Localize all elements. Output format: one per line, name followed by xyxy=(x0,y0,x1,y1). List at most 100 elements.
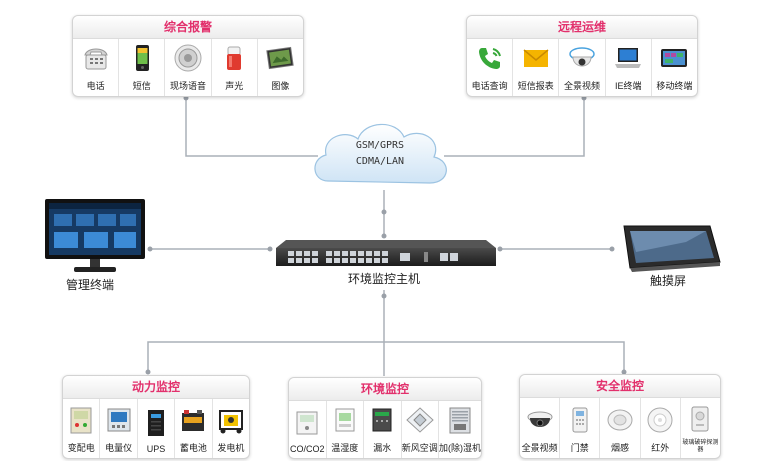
dot-host-left xyxy=(267,246,273,252)
air-conditioner-icon xyxy=(406,407,434,433)
terminal-label: 管理终端 xyxy=(66,278,115,292)
remote-item-ie-terminal[interactable]: IE终端 xyxy=(606,39,652,96)
alarm-item-label: 声光 xyxy=(225,81,244,91)
access-control-icon xyxy=(572,407,588,433)
power-item-label: UPS xyxy=(146,444,166,454)
environment-item-water-leak[interactable]: 漏水 xyxy=(364,401,402,458)
environment-panel: 环境监控 CO/CO2 温湿度 漏水 xyxy=(288,377,482,459)
environment-item-dehumidifier[interactable]: 加(除)湿机 xyxy=(439,401,481,458)
phone-call-icon xyxy=(478,48,501,69)
environment-item-temp-humidity[interactable]: 温湿度 xyxy=(327,401,364,458)
generator-icon xyxy=(218,410,243,434)
line-remote-to-cloud xyxy=(444,96,585,157)
alarm-item-label: 图像 xyxy=(271,81,290,91)
line-bus xyxy=(147,341,625,372)
power-item-ups[interactable]: UPS xyxy=(138,399,176,458)
ups-icon xyxy=(148,410,165,436)
power-item-generator[interactable]: 发电机 xyxy=(213,399,249,458)
dot-security xyxy=(621,369,627,375)
host-label: 环境监控主机 xyxy=(348,272,421,286)
power-item-label: 电量仪 xyxy=(105,443,133,453)
dot-touchscreen xyxy=(609,246,615,252)
alarm-panel-title: 综合报警 xyxy=(73,16,303,39)
alarm-item-image[interactable]: 图像 xyxy=(258,39,303,96)
alarm-item-phone[interactable]: 电话 xyxy=(73,39,120,96)
power-item-battery[interactable]: 蓄电池 xyxy=(175,399,213,458)
360-camera-icon xyxy=(569,47,595,67)
security-item-label: 红外 xyxy=(651,443,670,453)
environment-panel-title: 环境监控 xyxy=(289,378,481,401)
power-panel: 动力监控 变配电 电量仪 UPS xyxy=(62,375,250,459)
mobile-phone-icon xyxy=(135,45,149,71)
security-item-access-control[interactable]: 门禁 xyxy=(560,398,601,458)
gas-sensor-icon xyxy=(296,411,318,435)
touchscreen-label: 触摸屏 xyxy=(650,274,687,288)
remote-item-label: 移动终端 xyxy=(656,81,693,91)
security-item-label: 全景视频 xyxy=(521,443,558,453)
touchscreen-icon xyxy=(623,225,721,272)
power-item-label: 变配电 xyxy=(67,443,95,453)
cloud-label: GSM/GPRS CDMA/LAN xyxy=(306,138,454,170)
infrared-sensor-icon xyxy=(647,407,673,433)
remote-panel-title: 远程运维 xyxy=(467,16,697,39)
remote-item-label: 电话查询 xyxy=(471,81,508,91)
dot-host-right xyxy=(497,246,503,252)
remote-item-mobile-terminal[interactable]: 移动终端 xyxy=(652,39,697,96)
alarm-item-label: 现场语音 xyxy=(170,81,207,91)
dot-cloud-bottom xyxy=(381,209,387,215)
remote-item-label: IE终端 xyxy=(614,81,642,91)
smoke-detector-icon xyxy=(607,409,633,431)
remote-item-phone-query[interactable]: 电话查询 xyxy=(467,39,514,96)
line-alarm-to-cloud xyxy=(185,96,318,157)
laptop-icon xyxy=(615,48,642,68)
thermo-hygrometer-icon xyxy=(335,408,355,432)
power-item-label: 发电机 xyxy=(217,443,245,453)
glass-break-detector-icon xyxy=(691,406,709,432)
security-panel-title: 安全监控 xyxy=(520,375,720,398)
water-leak-sensor-icon xyxy=(372,408,392,432)
alarm-item-label: 电话 xyxy=(86,81,105,91)
security-item-label: 门禁 xyxy=(570,443,589,453)
remote-item-panorama[interactable]: 全景视频 xyxy=(559,39,606,96)
security-item-infrared[interactable]: 红外 xyxy=(641,398,681,458)
siren-light-icon xyxy=(227,46,242,70)
alarm-item-voice[interactable]: 现场语音 xyxy=(165,39,212,96)
environment-item-label: 温湿度 xyxy=(331,443,359,453)
monitoring-host-icon xyxy=(276,240,496,266)
security-item-panorama[interactable]: 全景视频 xyxy=(520,398,561,458)
cloud-line-1: GSM/GPRS xyxy=(355,140,405,151)
alarm-item-sms[interactable]: 短信 xyxy=(119,39,166,96)
alarm-panel: 综合报警 电话 短信 现场语音 xyxy=(72,15,304,97)
power-panel-title: 动力监控 xyxy=(63,376,249,399)
dot-power xyxy=(145,369,151,375)
dot-host-top xyxy=(381,233,387,239)
cloud-line-2: CDMA/LAN xyxy=(355,156,405,167)
network-cloud-icon xyxy=(314,123,447,184)
envelope-icon xyxy=(523,49,549,67)
environment-item-label: 加(除)湿机 xyxy=(439,443,481,453)
remote-item-label: 全景视频 xyxy=(564,81,601,91)
environment-item-gas[interactable]: CO/CO2 xyxy=(289,401,327,458)
remote-item-sms-report[interactable]: 短信报表 xyxy=(513,39,560,96)
alarm-item-label: 短信 xyxy=(132,81,151,91)
remote-panel: 远程运维 电话查询 短信报表 全景视频 xyxy=(466,15,698,97)
power-item-label: 蓄电池 xyxy=(179,443,207,453)
environment-item-label: 漏水 xyxy=(373,443,392,453)
dehumidifier-icon xyxy=(449,407,471,434)
dot-terminal xyxy=(147,246,153,252)
management-monitor-icon xyxy=(45,199,145,272)
power-item-meter[interactable]: 电量仪 xyxy=(100,399,138,458)
tablet-icon xyxy=(661,49,688,67)
security-item-smoke[interactable]: 烟感 xyxy=(600,398,641,458)
image-display-icon xyxy=(266,46,295,70)
environment-item-air-conditioner[interactable]: 新风空调 xyxy=(402,401,439,458)
dot-host-bottom xyxy=(381,293,387,299)
alarm-item-siren[interactable]: 声光 xyxy=(212,39,258,96)
security-item-glass-break[interactable]: 玻璃破碎探测器 xyxy=(681,398,720,458)
power-distribution-icon xyxy=(70,407,92,434)
security-item-label: 玻璃破碎探测器 xyxy=(682,440,719,453)
remote-item-label: 短信报表 xyxy=(517,81,554,91)
power-item-distribution[interactable]: 变配电 xyxy=(63,399,101,458)
environment-item-label: CO/CO2 xyxy=(289,444,325,454)
